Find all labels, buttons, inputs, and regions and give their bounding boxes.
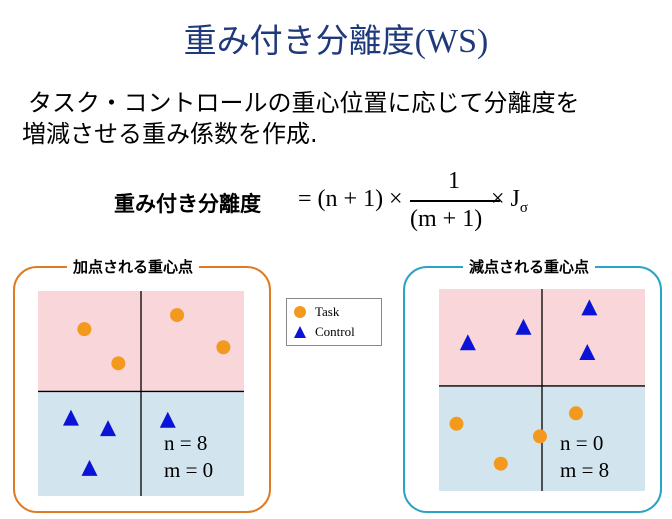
n-count: n = 8 xyxy=(164,431,208,455)
panel-penalty-label: 減点される重心点 xyxy=(463,256,596,277)
formula-tail-sub: σ xyxy=(519,199,528,216)
control-point xyxy=(581,299,598,316)
m-count: m = 8 xyxy=(560,458,610,482)
task-point xyxy=(532,429,547,444)
task-point xyxy=(111,356,126,371)
description-line-1: タスク・コントロールの重心位置に応じて分離度を xyxy=(28,89,580,117)
legend: Task Control xyxy=(286,298,382,346)
description-line-2: 増減させる重み係数を作成. xyxy=(22,120,318,148)
n-count: n = 0 xyxy=(560,431,604,455)
description: タスク・コントロールの重心位置に応じて分離度を 増減させる重み係数を作成. xyxy=(22,88,662,150)
fraction-bar xyxy=(410,200,500,202)
formula-lhs: 重み付き分離度 xyxy=(114,192,261,216)
control-point xyxy=(81,459,98,476)
plot-bonus xyxy=(38,291,244,496)
legend-control-label: Control xyxy=(315,324,355,339)
formula-tail: × Jσ xyxy=(491,186,528,217)
control-point xyxy=(159,411,176,428)
counts-penalty: n = 0 m = 8 xyxy=(560,430,609,484)
task-point xyxy=(493,456,508,471)
plot-penalty xyxy=(439,289,645,491)
formula-numerator: 1 xyxy=(448,168,460,194)
panel-bonus-label: 加点される重心点 xyxy=(67,256,200,277)
legend-task: Task xyxy=(293,303,339,321)
control-point xyxy=(579,343,596,360)
page-title: 重み付き分離度(WS) xyxy=(0,14,672,62)
title-abbrev: (WS) xyxy=(414,23,489,60)
control-point xyxy=(459,334,476,351)
task-point xyxy=(170,308,185,323)
formula-denominator: (m + 1) xyxy=(410,206,483,232)
task-point xyxy=(449,416,464,431)
legend-control: Control xyxy=(293,323,355,341)
task-point xyxy=(216,340,231,355)
task-point xyxy=(77,322,92,337)
control-triangle-icon xyxy=(294,326,306,338)
formula-tail-main: × J xyxy=(491,186,520,212)
control-point xyxy=(515,318,532,335)
task-circle-icon xyxy=(294,306,306,318)
formula: 重み付き分離度 = (n + 1) × 1 (m + 1) × Jσ xyxy=(0,168,672,238)
control-point xyxy=(62,409,79,426)
m-count: m = 0 xyxy=(164,458,214,482)
legend-task-label: Task xyxy=(315,304,340,319)
control-point xyxy=(100,420,117,437)
title-jp: 重み付き分離度 xyxy=(183,21,415,60)
formula-eq: = (n + 1) × xyxy=(298,186,403,212)
task-point xyxy=(568,406,583,421)
counts-bonus: n = 8 m = 0 xyxy=(164,430,213,484)
